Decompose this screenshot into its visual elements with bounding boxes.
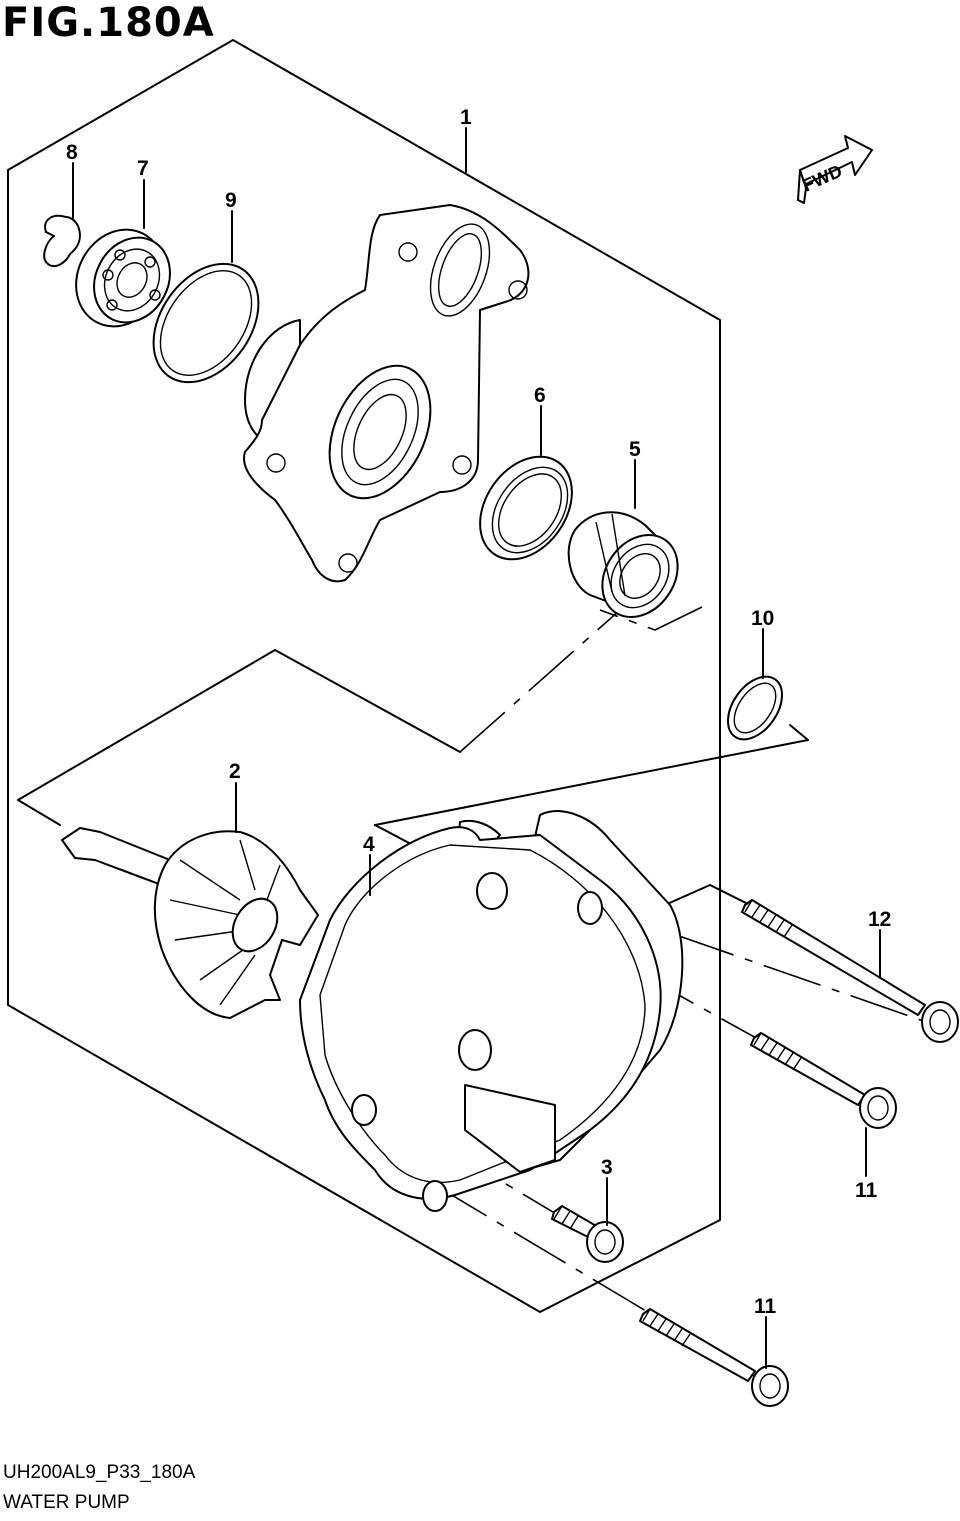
callout-9: 9 <box>225 189 237 212</box>
callout-11-lower: 11 <box>754 1295 777 1318</box>
callout-4: 4 <box>363 833 375 856</box>
figure-code: UH200AL9_P33_180A <box>3 1462 196 1483</box>
assembly-bracket <box>7 39 721 1313</box>
callout-6: 6 <box>534 384 546 407</box>
callout-11-upper: 11 <box>855 1179 878 1202</box>
part-1-pump-cover <box>243 204 530 583</box>
callout-10: 10 <box>751 607 774 630</box>
part-12-bolt <box>741 899 959 1043</box>
part-8-circlip <box>43 214 81 268</box>
part-4-pump-housing <box>299 810 684 1212</box>
part-11-bolt-lower <box>639 1308 789 1407</box>
callout-8: 8 <box>66 141 78 164</box>
part-11-bolt-upper <box>750 1032 897 1129</box>
figure-name: WATER PUMP <box>3 1492 130 1513</box>
fwd-arrow-icon: FWD <box>797 135 873 204</box>
part-3-bolt <box>551 1205 624 1263</box>
callout-3: 3 <box>601 1156 613 1179</box>
leader-lines <box>72 127 881 1369</box>
part-7-bearing <box>75 228 171 328</box>
part-9-o-ring <box>152 262 260 384</box>
callout-7: 7 <box>137 157 149 180</box>
callout-2: 2 <box>229 760 241 783</box>
figure-title: FIG.180A <box>2 0 215 46</box>
part-2-impeller <box>61 827 319 1019</box>
callout-12: 12 <box>868 908 891 931</box>
part-5-mechanical-seal <box>567 511 679 618</box>
part-10-o-ring <box>727 675 783 741</box>
callout-1: 1 <box>460 106 472 129</box>
part-6-seal <box>479 455 573 561</box>
callout-5: 5 <box>629 438 641 461</box>
